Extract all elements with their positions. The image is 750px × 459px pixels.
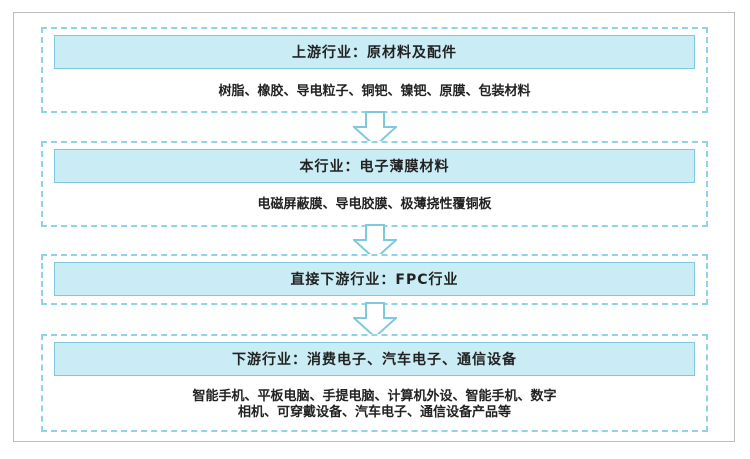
section-direct-downstream-header: 直接下游行业：FPC行业 (54, 262, 695, 296)
section-this-industry-items: 电磁屏蔽膜、导电胶膜、极薄挠性覆铜板 (257, 197, 492, 212)
down-arrow-icon (353, 224, 397, 260)
section-this-industry: 本行业：电子薄膜材料 电磁屏蔽膜、导电胶膜、极薄挠性覆铜板 (41, 141, 708, 227)
section-downstream-header: 下游行业：消费电子、汽车电子、通信设备 (54, 342, 695, 376)
section-upstream-header: 上游行业：原材料及配件 (54, 35, 695, 69)
section-this-industry-header: 本行业：电子薄膜材料 (54, 149, 695, 183)
section-upstream: 上游行业：原材料及配件 树脂、橡胶、导电粒子、铜钯、镍钯、原膜、包装材料 (41, 27, 708, 113)
section-downstream-items-line1: 智能手机、平板电脑、手提电脑、计算机外设、智能手机、数字 (192, 389, 557, 404)
section-downstream-items-line2: 相机、可穿戴设备、汽车电子、通信设备产品等 (237, 405, 511, 420)
down-arrow-icon (353, 302, 397, 338)
section-upstream-items: 树脂、橡胶、导电粒子、铜钯、镍钯、原膜、包装材料 (218, 84, 531, 99)
down-arrow-icon (353, 111, 397, 147)
section-downstream: 下游行业：消费电子、汽车电子、通信设备 智能手机、平板电脑、手提电脑、计算机外设… (41, 334, 708, 432)
section-direct-downstream: 直接下游行业：FPC行业 (41, 254, 708, 305)
